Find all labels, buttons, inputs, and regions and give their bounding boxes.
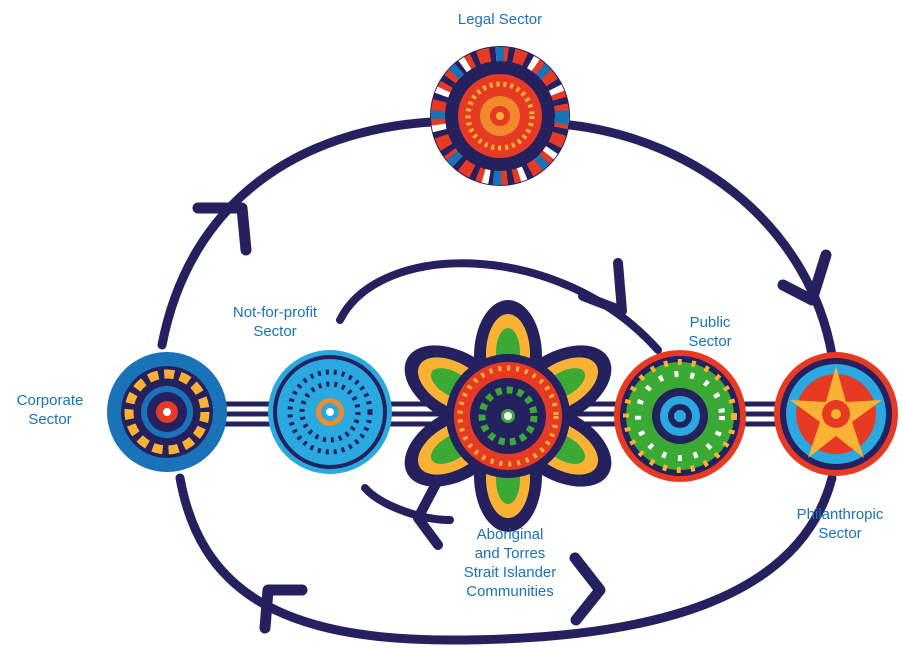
corporate-emblem-icon bbox=[107, 352, 227, 472]
arrow-down-right-icon bbox=[777, 249, 832, 306]
legal-sector-label: Legal Sector bbox=[457, 11, 543, 28]
arrow-lower-left-icon bbox=[259, 584, 308, 634]
corporate-sector-label: Corporate Sector bbox=[16, 392, 84, 428]
outer-arrows bbox=[192, 202, 832, 634]
public-sector-label: Public Sector bbox=[688, 314, 732, 350]
not-for-profit-label: Not-for-profit Sector bbox=[232, 304, 318, 340]
communities-label: Aboriginal and Torres Strait Islander Co… bbox=[463, 526, 557, 600]
legal-sector-emblem-icon bbox=[430, 46, 570, 186]
arrow-inner-right-icon bbox=[578, 258, 627, 316]
communities-flower-icon bbox=[404, 300, 612, 532]
not-for-profit-emblem-icon bbox=[268, 350, 392, 474]
philanthropic-emblem-icon bbox=[774, 352, 898, 476]
arrow-up-left-icon bbox=[192, 202, 252, 256]
public-emblem-icon bbox=[614, 350, 746, 482]
arrow-lower-right-icon bbox=[569, 552, 606, 626]
inner-arrows bbox=[413, 258, 627, 550]
outer-cycle bbox=[157, 117, 837, 645]
philanthropic-sector-label: Philanthropic Sector bbox=[796, 506, 884, 542]
arrow-inner-left-icon bbox=[413, 477, 443, 550]
